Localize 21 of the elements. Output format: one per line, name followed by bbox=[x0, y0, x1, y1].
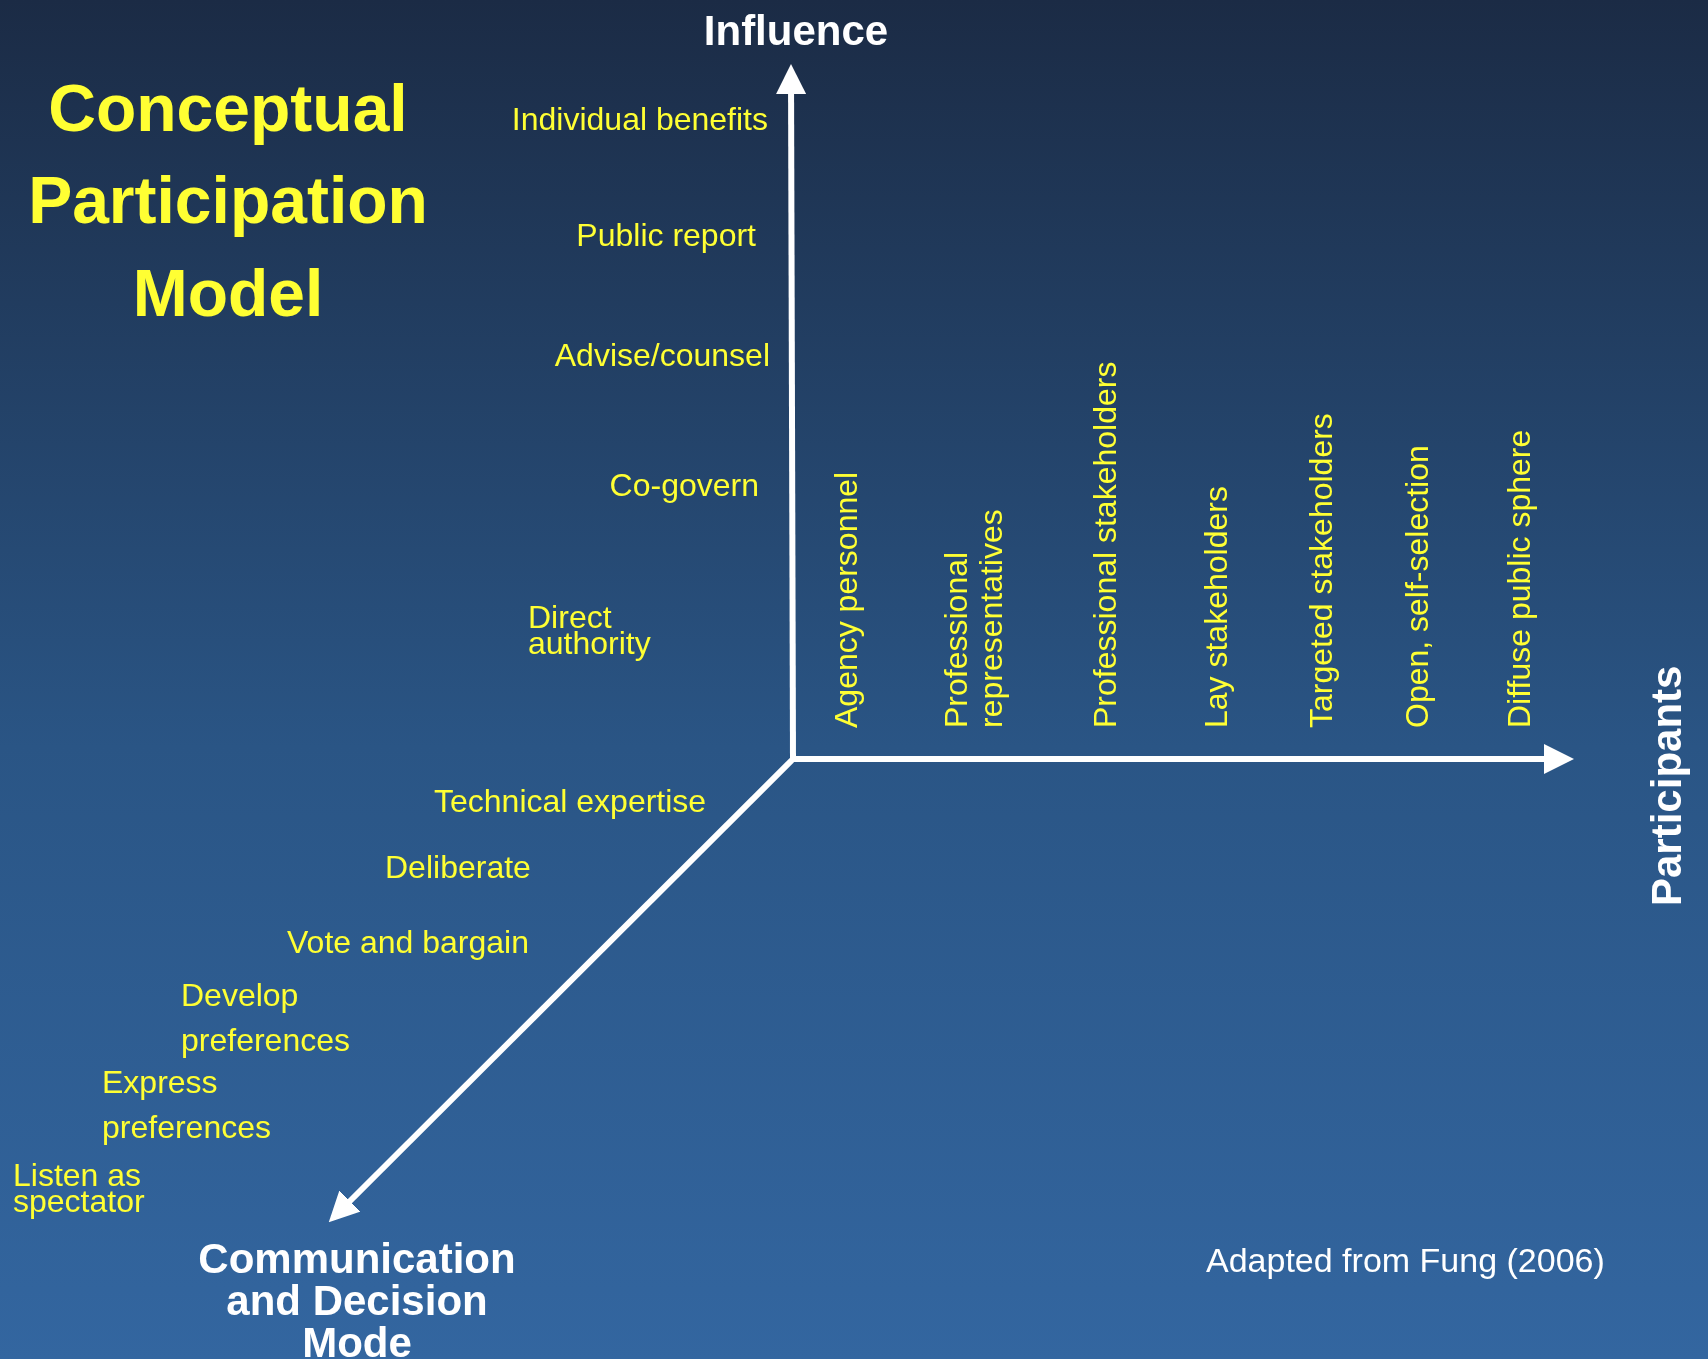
scale-label: Co-govern bbox=[609, 468, 759, 504]
scale-label: Express preferences bbox=[102, 1063, 272, 1147]
scale-label: Technical expertise bbox=[434, 784, 707, 820]
scale-label: Targeted stakeholders bbox=[1304, 413, 1340, 728]
scale-label: Lay stakeholders bbox=[1199, 486, 1235, 728]
scale-label: Develop preferences bbox=[181, 976, 351, 1060]
axis-title: Communication and Decision Mode bbox=[197, 1238, 517, 1359]
scale-label: Professional representatives bbox=[938, 508, 1010, 728]
scale-label: Deliberate bbox=[385, 850, 531, 886]
source-note: Adapted from Fung (2006) bbox=[1206, 1242, 1605, 1280]
scale-label: Professional stakeholders bbox=[1088, 361, 1124, 728]
scale-label: Public report bbox=[576, 218, 756, 254]
scale-label: Diffuse public sphere bbox=[1502, 429, 1538, 728]
scale-label: Open, self-selection bbox=[1400, 445, 1436, 728]
scale-label: Agency personnel bbox=[829, 471, 865, 728]
title: Conceptual Participation Model bbox=[27, 70, 429, 332]
scale-label: Advise/counsel bbox=[554, 338, 770, 374]
scale-label: Vote and bargain bbox=[287, 925, 529, 961]
scale-label: Individual benefits bbox=[511, 102, 768, 138]
axis-title: Participants bbox=[1643, 665, 1691, 906]
axis-title: Influence bbox=[703, 8, 889, 55]
